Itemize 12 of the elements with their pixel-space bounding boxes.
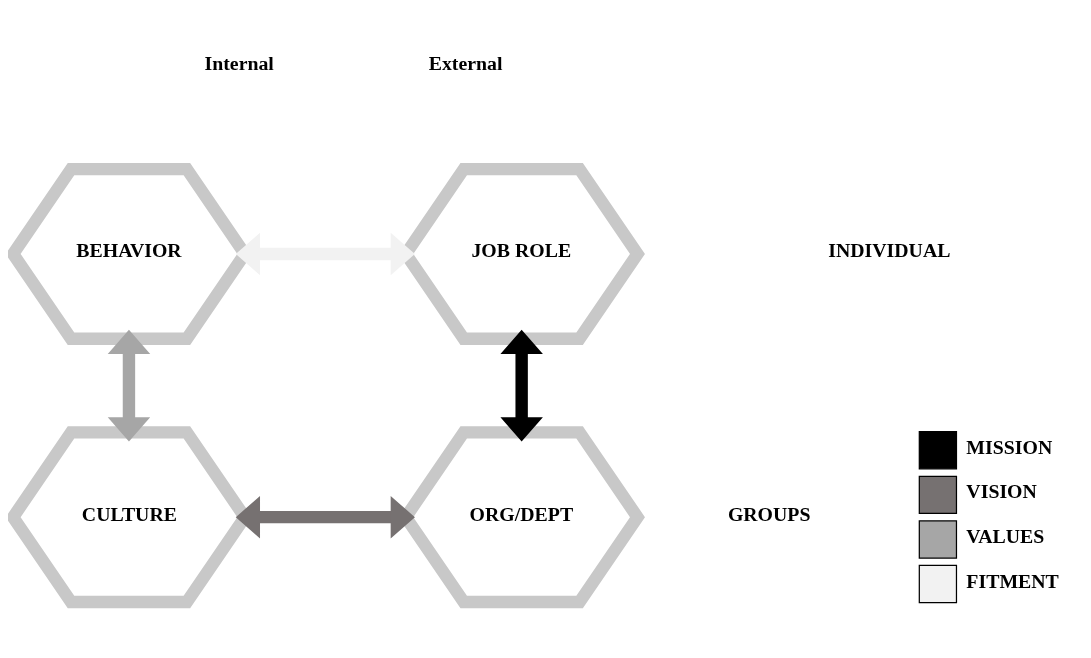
arrow <box>500 329 543 442</box>
legend-label: VALUES <box>966 524 1045 547</box>
label: External <box>428 51 503 74</box>
legend-label: MISSION <box>966 435 1053 458</box>
label: Internal <box>204 51 274 74</box>
arrow <box>235 495 415 538</box>
arrow <box>107 329 151 442</box>
label: GROUPS <box>727 502 811 525</box>
legend-label: FITMENT <box>966 569 1059 592</box>
legend-label: VISION <box>966 479 1037 502</box>
label: INDIVIDUAL <box>828 238 951 261</box>
arrow <box>235 232 415 275</box>
